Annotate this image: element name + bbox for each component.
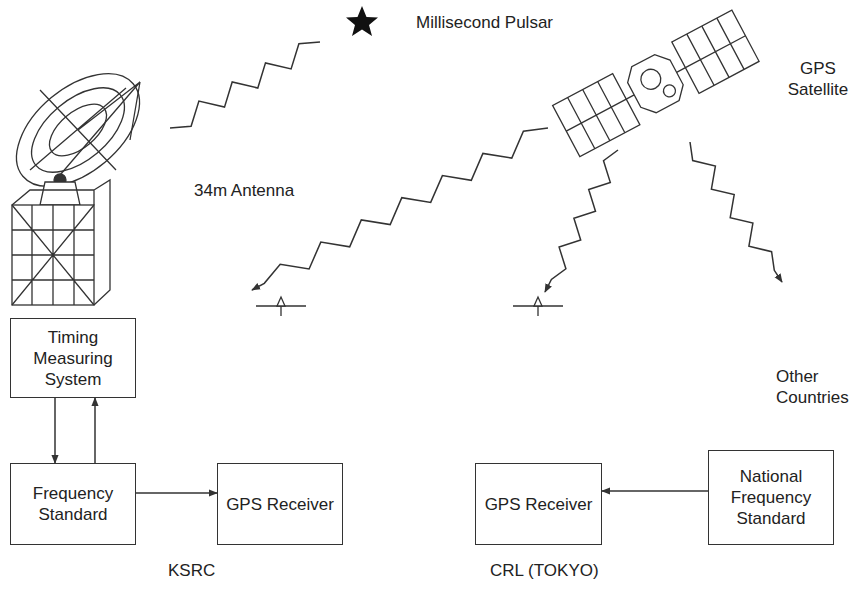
caption-label: GPS Satellite [778,58,858,100]
caption-label: 34m Antenna [194,180,324,201]
antenna-34m [0,52,160,305]
box-text: Frequency Standard [19,483,127,525]
radio-signal [545,150,618,292]
radio-signal [252,128,548,290]
caption-label: CRL (TOKYO) [490,560,630,581]
process-box: National Frequency Standard [708,450,834,545]
box-text: National Frequency Standard [717,466,825,529]
box-text: Timing Measuring System [19,327,127,390]
caption-label: KSRC [168,560,248,581]
process-box: Frequency Standard [10,463,136,545]
process-box: Timing Measuring System [10,318,136,398]
pulsar-star [346,6,378,36]
caption-label: Millisecond Pulsar [416,12,616,33]
gps-satellite [553,10,759,157]
signal-arrow [136,492,217,494]
signal-arrow [602,490,708,492]
signal-arrow [94,398,96,463]
signal-arrow [54,398,56,463]
radio-signal [170,42,320,128]
caption-label: Other Countries [776,366,858,408]
process-box: GPS Receiver [475,463,602,545]
process-box: GPS Receiver [217,463,343,545]
box-text: GPS Receiver [226,494,334,515]
receiver-antenna [256,297,563,316]
radio-signal [690,142,782,282]
box-text: GPS Receiver [485,494,593,515]
